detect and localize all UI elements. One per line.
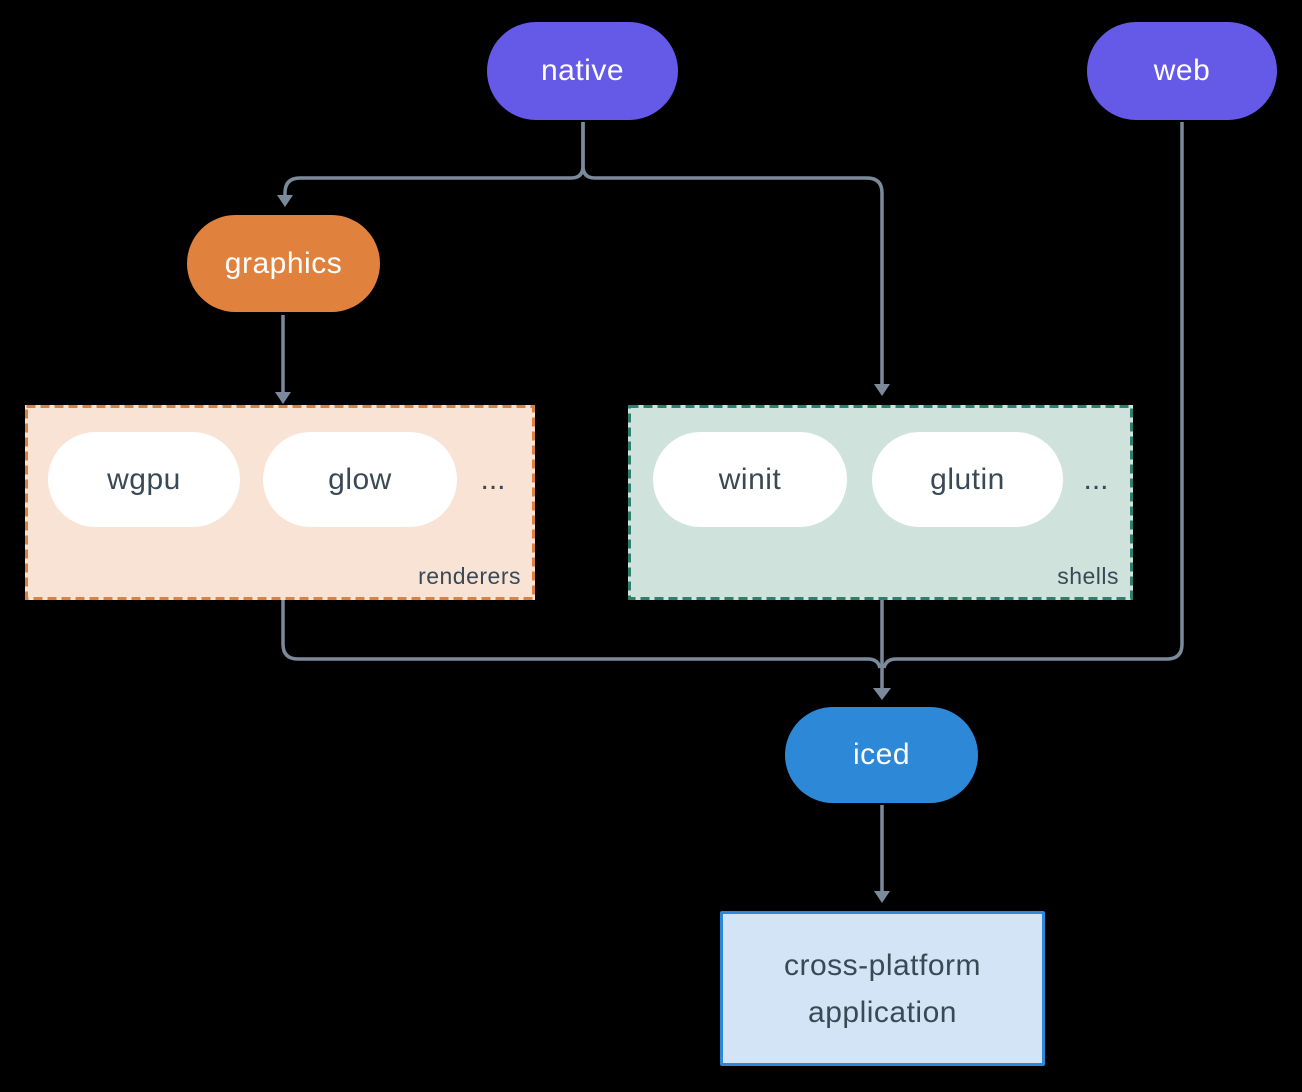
node-winit: winit xyxy=(653,432,847,527)
group-shells: winit glutin ... shells xyxy=(628,405,1133,600)
arrowhead-into-graphics xyxy=(277,195,293,207)
node-glow: glow xyxy=(263,432,457,527)
node-web-label: web xyxy=(1153,54,1211,87)
node-wgpu: wgpu xyxy=(48,432,240,527)
edge-renderers-merge xyxy=(281,600,882,669)
arrowhead-into-shells xyxy=(874,384,890,396)
node-graphics-label: graphics xyxy=(224,246,343,280)
renderers-dashed-border xyxy=(25,405,535,600)
shells-ellipsis: ... xyxy=(1083,462,1109,496)
node-native-label: native xyxy=(540,54,625,87)
node-graphics: graphics xyxy=(187,215,380,312)
application-label-line1: cross-platform xyxy=(783,948,982,982)
node-web: web xyxy=(1087,22,1277,120)
node-wgpu-label: wgpu xyxy=(107,462,181,496)
arrowhead-into-application xyxy=(874,891,890,903)
renderers-ellipsis: ... xyxy=(480,462,506,496)
edge-native-shells xyxy=(581,122,884,384)
shells-dashed-border xyxy=(628,405,1133,600)
edge-native-graphics xyxy=(283,122,585,195)
node-glutin: glutin xyxy=(872,432,1063,527)
group-renderers: wgpu glow ... renderers xyxy=(25,405,535,600)
arrowhead-into-iced xyxy=(873,688,891,700)
application-label-line2: application xyxy=(808,995,957,1029)
node-glow-label: glow xyxy=(328,462,392,496)
node-cross-platform-application: cross-platform application xyxy=(720,911,1045,1066)
arrowhead-into-renderers xyxy=(275,392,291,404)
node-glutin-label: glutin xyxy=(930,462,1005,496)
node-native: native xyxy=(487,22,678,120)
node-winit-label: winit xyxy=(718,462,782,496)
node-iced: iced xyxy=(785,707,978,803)
renderers-group-label: renderers xyxy=(418,563,521,589)
node-iced-label: iced xyxy=(852,738,911,771)
shells-group-label: shells xyxy=(1057,563,1119,589)
